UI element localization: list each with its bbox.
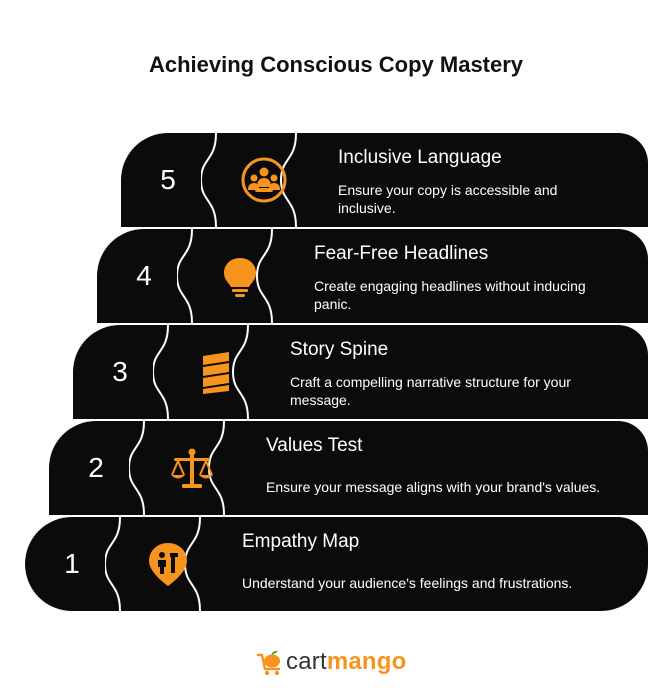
- step-divider: [177, 229, 273, 323]
- step-2: 2 Values Test Ensure your message aligns…: [49, 421, 648, 515]
- spine-icon: [192, 348, 240, 396]
- step-title: Fear-Free Headlines: [314, 243, 489, 264]
- step-description: Create engaging headlines without induci…: [314, 278, 586, 312]
- step-title: Story Spine: [290, 339, 389, 360]
- mango-cart-icon: [256, 650, 281, 676]
- step-5: 5 Inclusive Language Ensure your copy is…: [121, 133, 648, 227]
- step-description: Ensure your copy is accessible and inclu…: [338, 182, 558, 216]
- step-title: Values Test: [266, 435, 363, 456]
- map-pin-people-icon: [144, 540, 192, 588]
- step-description: Understand your audience's feelings and …: [242, 575, 573, 591]
- step-number: 4: [136, 260, 152, 291]
- step-number: 2: [88, 452, 104, 483]
- scale-icon: [168, 444, 216, 492]
- step-description: Craft a compelling narrative structure f…: [290, 374, 571, 408]
- page-title: Achieving Conscious Copy Mastery: [148, 52, 524, 77]
- logo-text-mango: mango: [326, 648, 407, 675]
- lightbulb-icon: [216, 252, 264, 300]
- step-3: 3 Story Spine Craft a compelling narrati…: [73, 325, 648, 419]
- step-title: Inclusive Language: [338, 147, 502, 168]
- step-4: 4 Fear-Free Headlines Create engaging he…: [97, 229, 648, 323]
- step-divider: [153, 325, 249, 419]
- people-circle-icon: [240, 156, 288, 204]
- step-number: 1: [64, 548, 80, 579]
- step-1: 1 Empathy Map Understand your audience's…: [25, 517, 648, 611]
- cartmango-logo: cartmango: [256, 645, 406, 679]
- logo-text-cart: cart: [286, 648, 327, 675]
- step-title: Empathy Map: [242, 531, 360, 552]
- step-number: 3: [112, 356, 128, 387]
- step-description: Ensure your message aligns with your bra…: [266, 479, 601, 495]
- step-number: 5: [160, 164, 176, 195]
- step-divider: [201, 133, 297, 227]
